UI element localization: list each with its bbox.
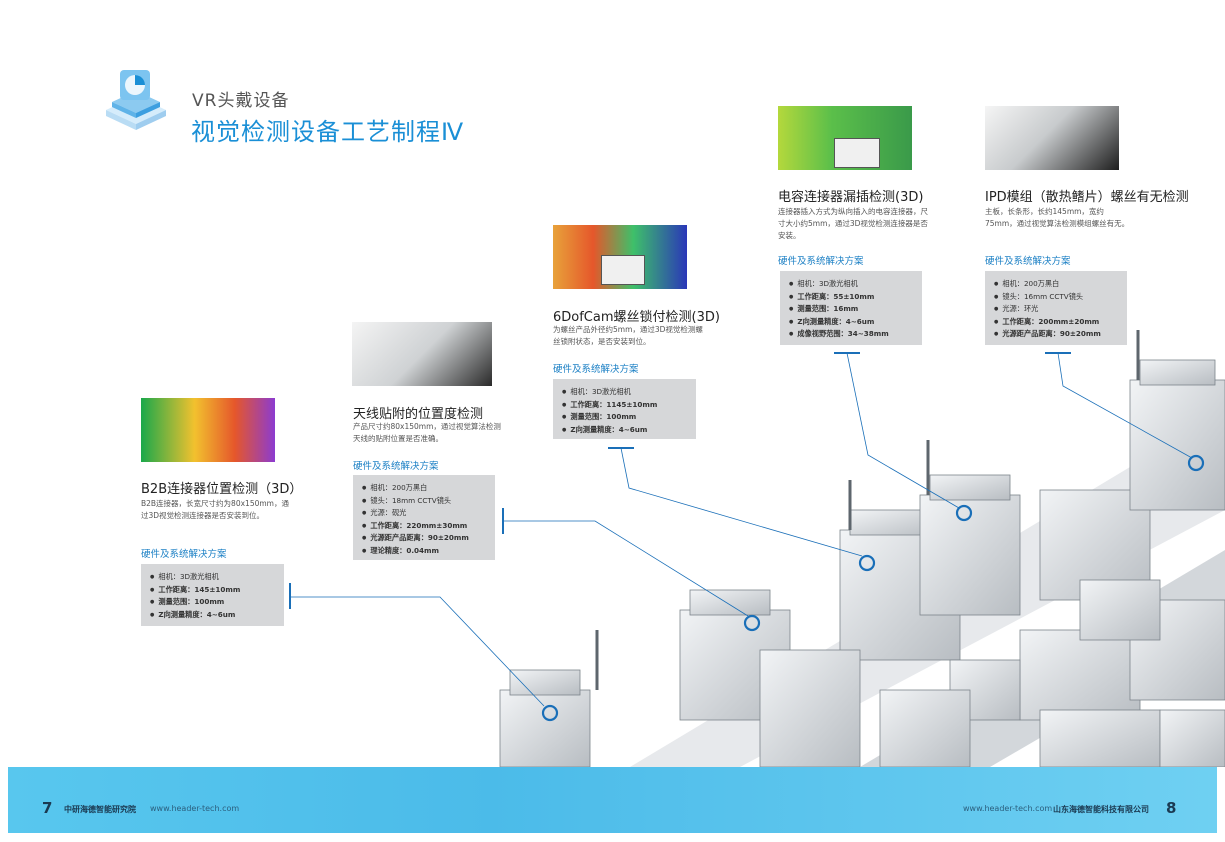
spec-item: 相机：200万黑白: [362, 482, 486, 495]
spec-item: 相机：3D激光相机: [562, 386, 687, 399]
footer-url-left[interactable]: www.header-tech.com: [150, 804, 240, 813]
block-title: 电容连接器漏插检测(3D): [778, 190, 924, 205]
capacitor-3d-scan-image: [778, 106, 912, 170]
spec-item: 工作距离：1145±10mm: [562, 399, 687, 412]
block-title: 6DofCam螺丝锁付检测(3D): [553, 310, 720, 325]
spec-item: 工作距离：145±10mm: [150, 584, 275, 597]
block-description: 为螺丝产品外径约5mm，通过3D视觉检测螺丝锁附状态，是否安装到位。: [553, 325, 703, 346]
spec-item: 工作距离：220mm±30mm: [362, 520, 486, 533]
spec-box: 相机：200万黑白 镜头：16mm CCTV镜头 光源：环光 工作距离：200m…: [985, 271, 1127, 345]
solution-label: 硬件及系统解决方案: [141, 549, 227, 560]
production-line-illustration: [499, 330, 1225, 767]
solution-label: 硬件及系统解决方案: [985, 256, 1071, 267]
block-title: IPD模组（散热鳍片）螺丝有无检测: [985, 190, 1189, 205]
b2b-3d-scan-image: [141, 398, 275, 462]
spec-item: 相机：3D激光相机: [150, 571, 275, 584]
spec-item: 相机：3D激光相机: [789, 278, 913, 291]
footer-bar: [8, 767, 1217, 833]
ipd-module-image: [985, 106, 1119, 170]
spec-item: 理论精度：0.04mm: [362, 545, 486, 558]
spec-item: 镜头：18mm CCTV镜头: [362, 495, 486, 508]
block-description: 产品尺寸约80x150mm，通过视觉算法检测天线的贴附位置是否准确。: [353, 422, 501, 443]
spec-item: 测量范围：16mm: [789, 303, 913, 316]
spec-item: 工作距离：55±10mm: [789, 291, 913, 304]
footer-org-left: 中研海德智能研究院: [64, 805, 136, 814]
footer-org-right: 山东海德智能科技有限公司: [1053, 805, 1149, 814]
spec-item: 镜头：16mm CCTV镜头: [994, 291, 1118, 304]
spec-box: 相机：3D激光相机 工作距离：55±10mm 测量范围：16mm Z向测量精度：…: [780, 271, 922, 345]
spec-item: Z向测量精度：4~6um: [789, 316, 913, 329]
logo-icon: [102, 64, 170, 134]
block-description: 主板，长条形，长约145mm，宽约75mm，通过视觉算法检测模组螺丝有无。: [985, 207, 1130, 228]
screw-3d-scan-image: [553, 225, 687, 289]
solution-label: 硬件及系统解决方案: [553, 364, 639, 375]
block-description: B2B连接器，长宽尺寸约为80x150mm，通过3D视觉检测连接器是否安装到位。: [141, 499, 289, 520]
solution-label: 硬件及系统解决方案: [778, 256, 864, 267]
page-title: 视觉检测设备工艺制程Ⅳ: [191, 118, 465, 146]
spec-item: 光源：砚光: [362, 507, 486, 520]
spec-item: 测量范围：100mm: [562, 411, 687, 424]
spec-item: Z向测量精度：4~6um: [150, 609, 275, 622]
spec-item: Z向测量精度：4~6um: [562, 424, 687, 437]
spec-box: 相机：3D激光相机 工作距离：145±10mm 测量范围：100mm Z向测量精…: [141, 564, 284, 626]
block-title: B2B连接器位置检测（3D）: [141, 482, 303, 497]
page-number-right: 8: [1166, 799, 1177, 817]
spec-item: 光源：环光: [994, 303, 1118, 316]
spec-item: 成像视野范围：34~38mm: [789, 328, 913, 341]
block-title: 天线贴附的位置度检测: [353, 407, 484, 422]
spec-item: 光源距产品距离：90±20mm: [362, 532, 486, 545]
spec-item: 相机：200万黑白: [994, 278, 1118, 291]
page-subtitle: VR头戴设备: [192, 91, 290, 111]
spec-box: 相机：200万黑白 镜头：18mm CCTV镜头 光源：砚光 工作距离：220m…: [353, 475, 495, 560]
solution-label: 硬件及系统解决方案: [353, 461, 439, 472]
spec-item: 测量范围：100mm: [150, 596, 275, 609]
spec-item: 光源距产品距离：90±20mm: [994, 328, 1118, 341]
footer-url-right[interactable]: www.header-tech.com: [963, 804, 1053, 813]
block-description: 连接器插入方式为纵向插入的电容连接器，尺寸大小约5mm，通过3D视觉检测连接器是…: [778, 207, 928, 240]
spec-box: 相机：3D激光相机 工作距离：1145±10mm 测量范围：100mm Z向测量…: [553, 379, 696, 439]
spec-item: 工作距离：200mm±20mm: [994, 316, 1118, 329]
antenna-product-image: [352, 322, 492, 386]
page-number-left: 7: [42, 799, 53, 817]
